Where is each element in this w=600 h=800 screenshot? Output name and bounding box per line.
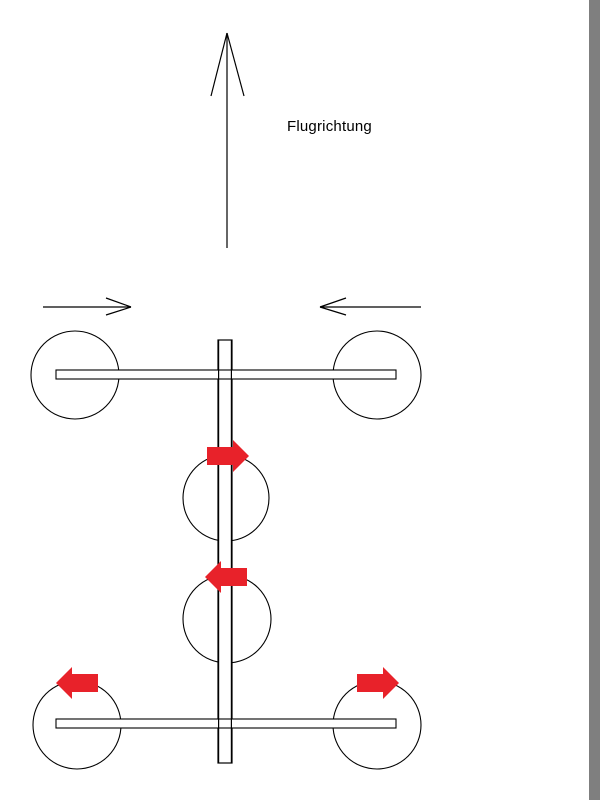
mid-upper-red-arrow (207, 440, 249, 472)
rear-left-red-arrow (56, 667, 98, 699)
front-right-thrust-arrow (319, 297, 421, 316)
fuselage-vertical-bar (217, 339, 233, 764)
front-rotor-arm (55, 369, 397, 380)
rear-rotor-arm (55, 718, 397, 729)
mid-lower-red-arrow (205, 561, 247, 593)
flight-direction-arrow (210, 32, 245, 248)
page-edge-strip (589, 0, 600, 800)
rear-right-red-arrow (357, 667, 399, 699)
flight-direction-label: Flugrichtung (287, 118, 372, 135)
front-left-thrust-arrow (43, 297, 132, 316)
